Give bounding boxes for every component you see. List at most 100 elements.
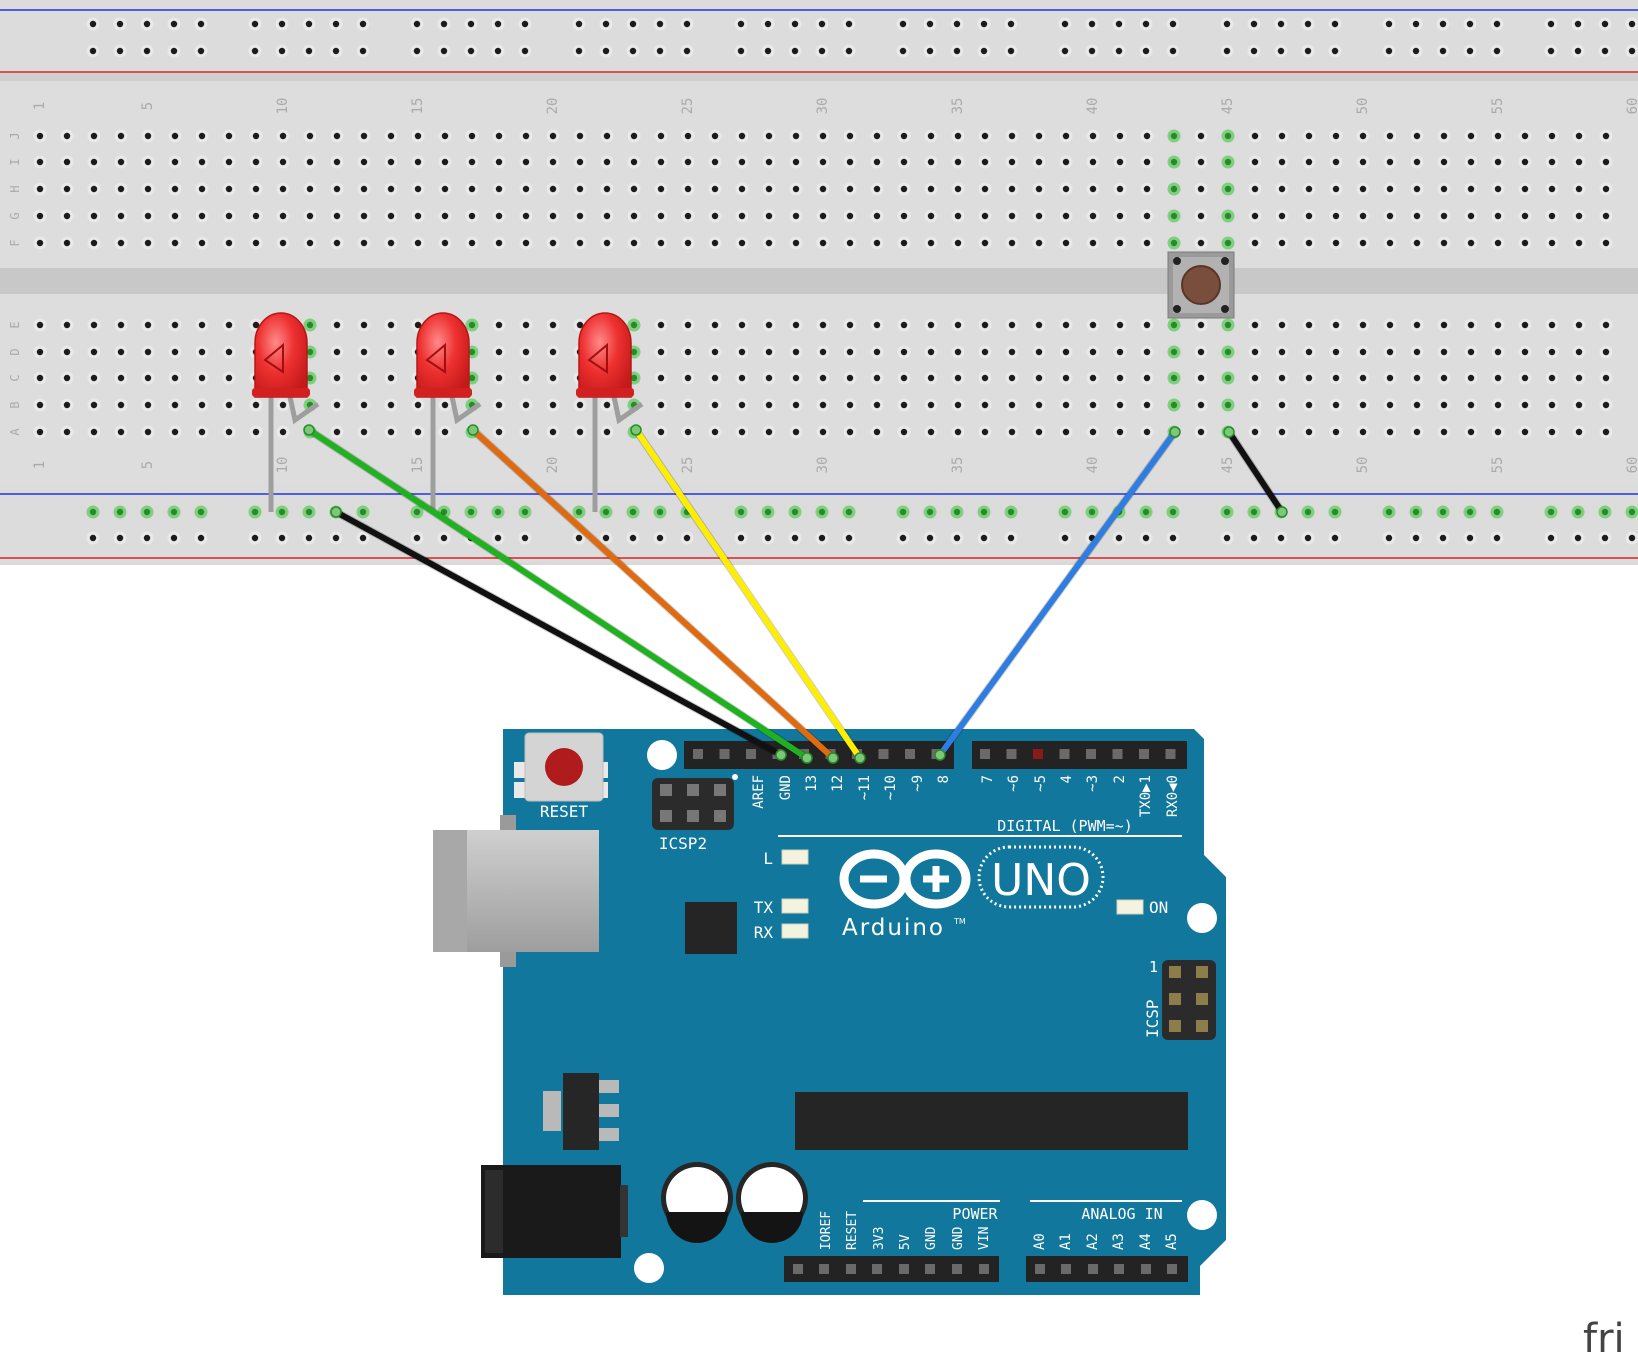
breadboard-hole[interactable] <box>1248 182 1262 196</box>
breadboard-hole[interactable] <box>1599 129 1613 143</box>
breadboard-hole[interactable] <box>1220 44 1234 58</box>
breadboard-hole[interactable] <box>1005 345 1019 359</box>
breadboard-hole[interactable] <box>1329 425 1343 439</box>
breadboard-hole[interactable] <box>1572 129 1586 143</box>
breadboard-hole[interactable] <box>1491 209 1505 223</box>
breadboard-hole[interactable] <box>1140 371 1154 385</box>
breadboard-hole[interactable] <box>519 129 533 143</box>
breadboard-hole[interactable] <box>1166 44 1180 58</box>
breadboard-hole[interactable] <box>1545 182 1559 196</box>
breadboard-hole[interactable] <box>249 155 263 169</box>
breadboard-hole[interactable] <box>977 505 991 519</box>
breadboard-hole[interactable] <box>1464 345 1478 359</box>
breadboard-hole[interactable] <box>978 129 992 143</box>
breadboard-hole[interactable] <box>60 318 74 332</box>
breadboard-hole[interactable] <box>222 398 236 412</box>
breadboard-hole[interactable] <box>1113 371 1127 385</box>
breadboard-hole[interactable] <box>1005 209 1019 223</box>
breadboard-hole[interactable] <box>465 209 479 223</box>
breadboard-hole[interactable] <box>194 44 208 58</box>
breadboard-hole[interactable] <box>1113 398 1127 412</box>
breadboard-hole[interactable] <box>1275 129 1289 143</box>
breadboard-hole[interactable] <box>1356 425 1370 439</box>
breadboard-hole[interactable] <box>141 129 155 143</box>
breadboard-hole[interactable] <box>1140 209 1154 223</box>
breadboard-hole[interactable] <box>1571 505 1585 519</box>
breadboard-hole[interactable] <box>761 505 775 519</box>
wire[interactable] <box>1223 426 1288 518</box>
breadboard-hole[interactable] <box>492 236 506 250</box>
breadboard-hole[interactable] <box>87 398 101 412</box>
breadboard-hole[interactable] <box>546 129 560 143</box>
breadboard-hole[interactable] <box>1032 129 1046 143</box>
breadboard-hole[interactable] <box>708 129 722 143</box>
breadboard-hole[interactable] <box>923 44 937 58</box>
breadboard-hole[interactable] <box>951 129 965 143</box>
breadboard-hole[interactable] <box>1437 398 1451 412</box>
breadboard-hole[interactable] <box>167 531 181 545</box>
breadboard-hole[interactable] <box>1004 17 1018 31</box>
breadboard-hole[interactable] <box>1598 531 1612 545</box>
breadboard-hole[interactable] <box>924 371 938 385</box>
header-pin[interactable] <box>1165 749 1176 759</box>
breadboard-hole[interactable] <box>87 155 101 169</box>
breadboard-hole[interactable] <box>1301 44 1315 58</box>
breadboard-hole[interactable] <box>113 44 127 58</box>
breadboard-hole[interactable] <box>384 318 398 332</box>
breadboard-hole[interactable] <box>654 371 668 385</box>
breadboard-hole[interactable] <box>1518 155 1532 169</box>
breadboard-hole[interactable] <box>1409 44 1423 58</box>
breadboard-hole[interactable] <box>735 345 749 359</box>
breadboard-hole[interactable] <box>546 318 560 332</box>
breadboard-hole[interactable] <box>60 425 74 439</box>
breadboard-hole[interactable] <box>1329 236 1343 250</box>
breadboard-hole[interactable] <box>924 182 938 196</box>
reset-button[interactable] <box>514 732 608 802</box>
breadboard-hole[interactable] <box>276 209 290 223</box>
breadboard-hole[interactable] <box>168 209 182 223</box>
breadboard-hole[interactable] <box>1302 182 1316 196</box>
breadboard-hole[interactable] <box>762 209 776 223</box>
breadboard-hole[interactable] <box>654 398 668 412</box>
breadboard-hole[interactable] <box>141 155 155 169</box>
breadboard-hole[interactable] <box>1382 505 1396 519</box>
breadboard-hole[interactable] <box>1599 236 1613 250</box>
breadboard-hole[interactable] <box>113 531 127 545</box>
breadboard-hole[interactable] <box>735 209 749 223</box>
breadboard-hole[interactable] <box>357 236 371 250</box>
breadboard-hole[interactable] <box>195 129 209 143</box>
breadboard-hole[interactable] <box>600 236 614 250</box>
breadboard-hole[interactable] <box>762 398 776 412</box>
breadboard-hole[interactable] <box>60 129 74 143</box>
breadboard-hole[interactable] <box>1194 236 1208 250</box>
breadboard-hole[interactable] <box>924 398 938 412</box>
breadboard-hole[interactable] <box>1544 505 1558 519</box>
breadboard-hole[interactable] <box>735 155 749 169</box>
breadboard-hole[interactable] <box>1059 398 1073 412</box>
breadboard-hole[interactable] <box>1490 531 1504 545</box>
breadboard-hole[interactable] <box>356 44 370 58</box>
header-pin[interactable] <box>952 1264 962 1274</box>
breadboard-hole[interactable] <box>1113 209 1127 223</box>
breadboard-hole[interactable] <box>1274 44 1288 58</box>
breadboard-hole[interactable] <box>357 182 371 196</box>
breadboard-hole[interactable] <box>249 182 263 196</box>
breadboard-hole[interactable] <box>357 345 371 359</box>
header-pin[interactable] <box>746 749 756 759</box>
breadboard-hole[interactable] <box>951 345 965 359</box>
breadboard-hole[interactable] <box>1194 129 1208 143</box>
breadboard-hole[interactable] <box>734 17 748 31</box>
breadboard-hole[interactable] <box>222 182 236 196</box>
breadboard-hole[interactable] <box>60 182 74 196</box>
breadboard-hole[interactable] <box>1382 17 1396 31</box>
breadboard-hole[interactable] <box>140 44 154 58</box>
breadboard-hole[interactable] <box>816 129 830 143</box>
breadboard-hole[interactable] <box>815 505 829 519</box>
breadboard-hole[interactable] <box>1599 155 1613 169</box>
breadboard-hole[interactable] <box>1112 17 1126 31</box>
breadboard-hole[interactable] <box>870 209 884 223</box>
breadboard-hole[interactable] <box>762 182 776 196</box>
breadboard-hole[interactable] <box>1275 318 1289 332</box>
breadboard-hole[interactable] <box>1437 155 1451 169</box>
breadboard-hole[interactable] <box>492 371 506 385</box>
